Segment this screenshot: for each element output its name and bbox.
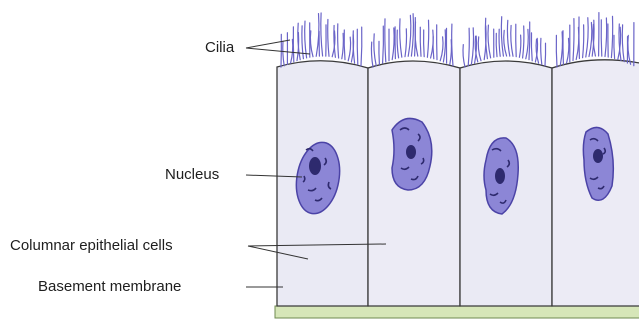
cilium bbox=[628, 35, 631, 64]
cilia-group bbox=[281, 13, 634, 68]
label-basement-membrane: Basement membrane bbox=[38, 278, 181, 295]
label-columnar-cells: Columnar epithelial cells bbox=[10, 237, 173, 254]
cilium bbox=[526, 29, 528, 58]
cilium bbox=[611, 16, 612, 57]
cilium bbox=[504, 30, 507, 56]
cilium bbox=[556, 35, 557, 67]
cilium bbox=[499, 29, 500, 56]
cilium bbox=[529, 22, 530, 60]
nucleus-2 bbox=[392, 118, 432, 190]
cilium bbox=[305, 21, 307, 58]
cilium bbox=[392, 28, 394, 60]
cilium bbox=[523, 26, 524, 58]
cilium bbox=[622, 25, 624, 62]
cilium bbox=[560, 32, 562, 66]
cilium bbox=[601, 20, 602, 56]
cilium bbox=[589, 23, 592, 57]
cilium bbox=[427, 20, 428, 57]
cilium bbox=[371, 42, 373, 67]
cilium bbox=[338, 24, 339, 58]
cilium bbox=[344, 30, 345, 60]
cilium bbox=[310, 31, 313, 57]
cilium bbox=[283, 41, 284, 66]
cilium bbox=[321, 13, 323, 56]
cilium bbox=[405, 29, 407, 57]
cilium bbox=[478, 37, 481, 61]
cilium bbox=[415, 22, 418, 56]
cilium bbox=[583, 25, 584, 58]
cilium bbox=[586, 18, 588, 57]
cilium bbox=[463, 45, 465, 68]
cilium bbox=[452, 24, 453, 66]
basement-membrane bbox=[275, 306, 639, 318]
cilium bbox=[519, 35, 520, 57]
cilium bbox=[342, 33, 344, 58]
cilium bbox=[531, 33, 532, 61]
cilium bbox=[420, 27, 421, 56]
cilium bbox=[511, 26, 513, 57]
cilium bbox=[411, 14, 413, 56]
cilium bbox=[443, 30, 445, 62]
cilium bbox=[383, 26, 384, 63]
cilium bbox=[605, 18, 607, 57]
cilium bbox=[567, 38, 569, 63]
cilium bbox=[374, 34, 376, 66]
label-nucleus: Nucleus bbox=[165, 166, 219, 183]
cilium bbox=[385, 19, 386, 62]
cilium bbox=[291, 39, 293, 63]
label-cilia: Cilia bbox=[205, 39, 234, 56]
cilium bbox=[501, 17, 503, 56]
cilium bbox=[357, 29, 358, 64]
cilium bbox=[348, 37, 350, 61]
cilium bbox=[614, 35, 615, 58]
cilium bbox=[397, 30, 399, 58]
cilium bbox=[408, 15, 411, 56]
cilium bbox=[545, 43, 546, 66]
cilium bbox=[573, 19, 574, 61]
cilium bbox=[488, 25, 491, 58]
cilium bbox=[468, 28, 469, 66]
cilium bbox=[400, 19, 402, 57]
cilium bbox=[496, 33, 497, 56]
cilium bbox=[471, 28, 473, 65]
cilia-leader-2 bbox=[246, 48, 310, 54]
cilium bbox=[507, 20, 509, 56]
cilium bbox=[424, 30, 425, 57]
cilium bbox=[328, 20, 329, 57]
cilium bbox=[440, 37, 443, 61]
nucleus-4 bbox=[583, 127, 613, 200]
cilium bbox=[541, 38, 542, 64]
cilium bbox=[361, 27, 362, 66]
